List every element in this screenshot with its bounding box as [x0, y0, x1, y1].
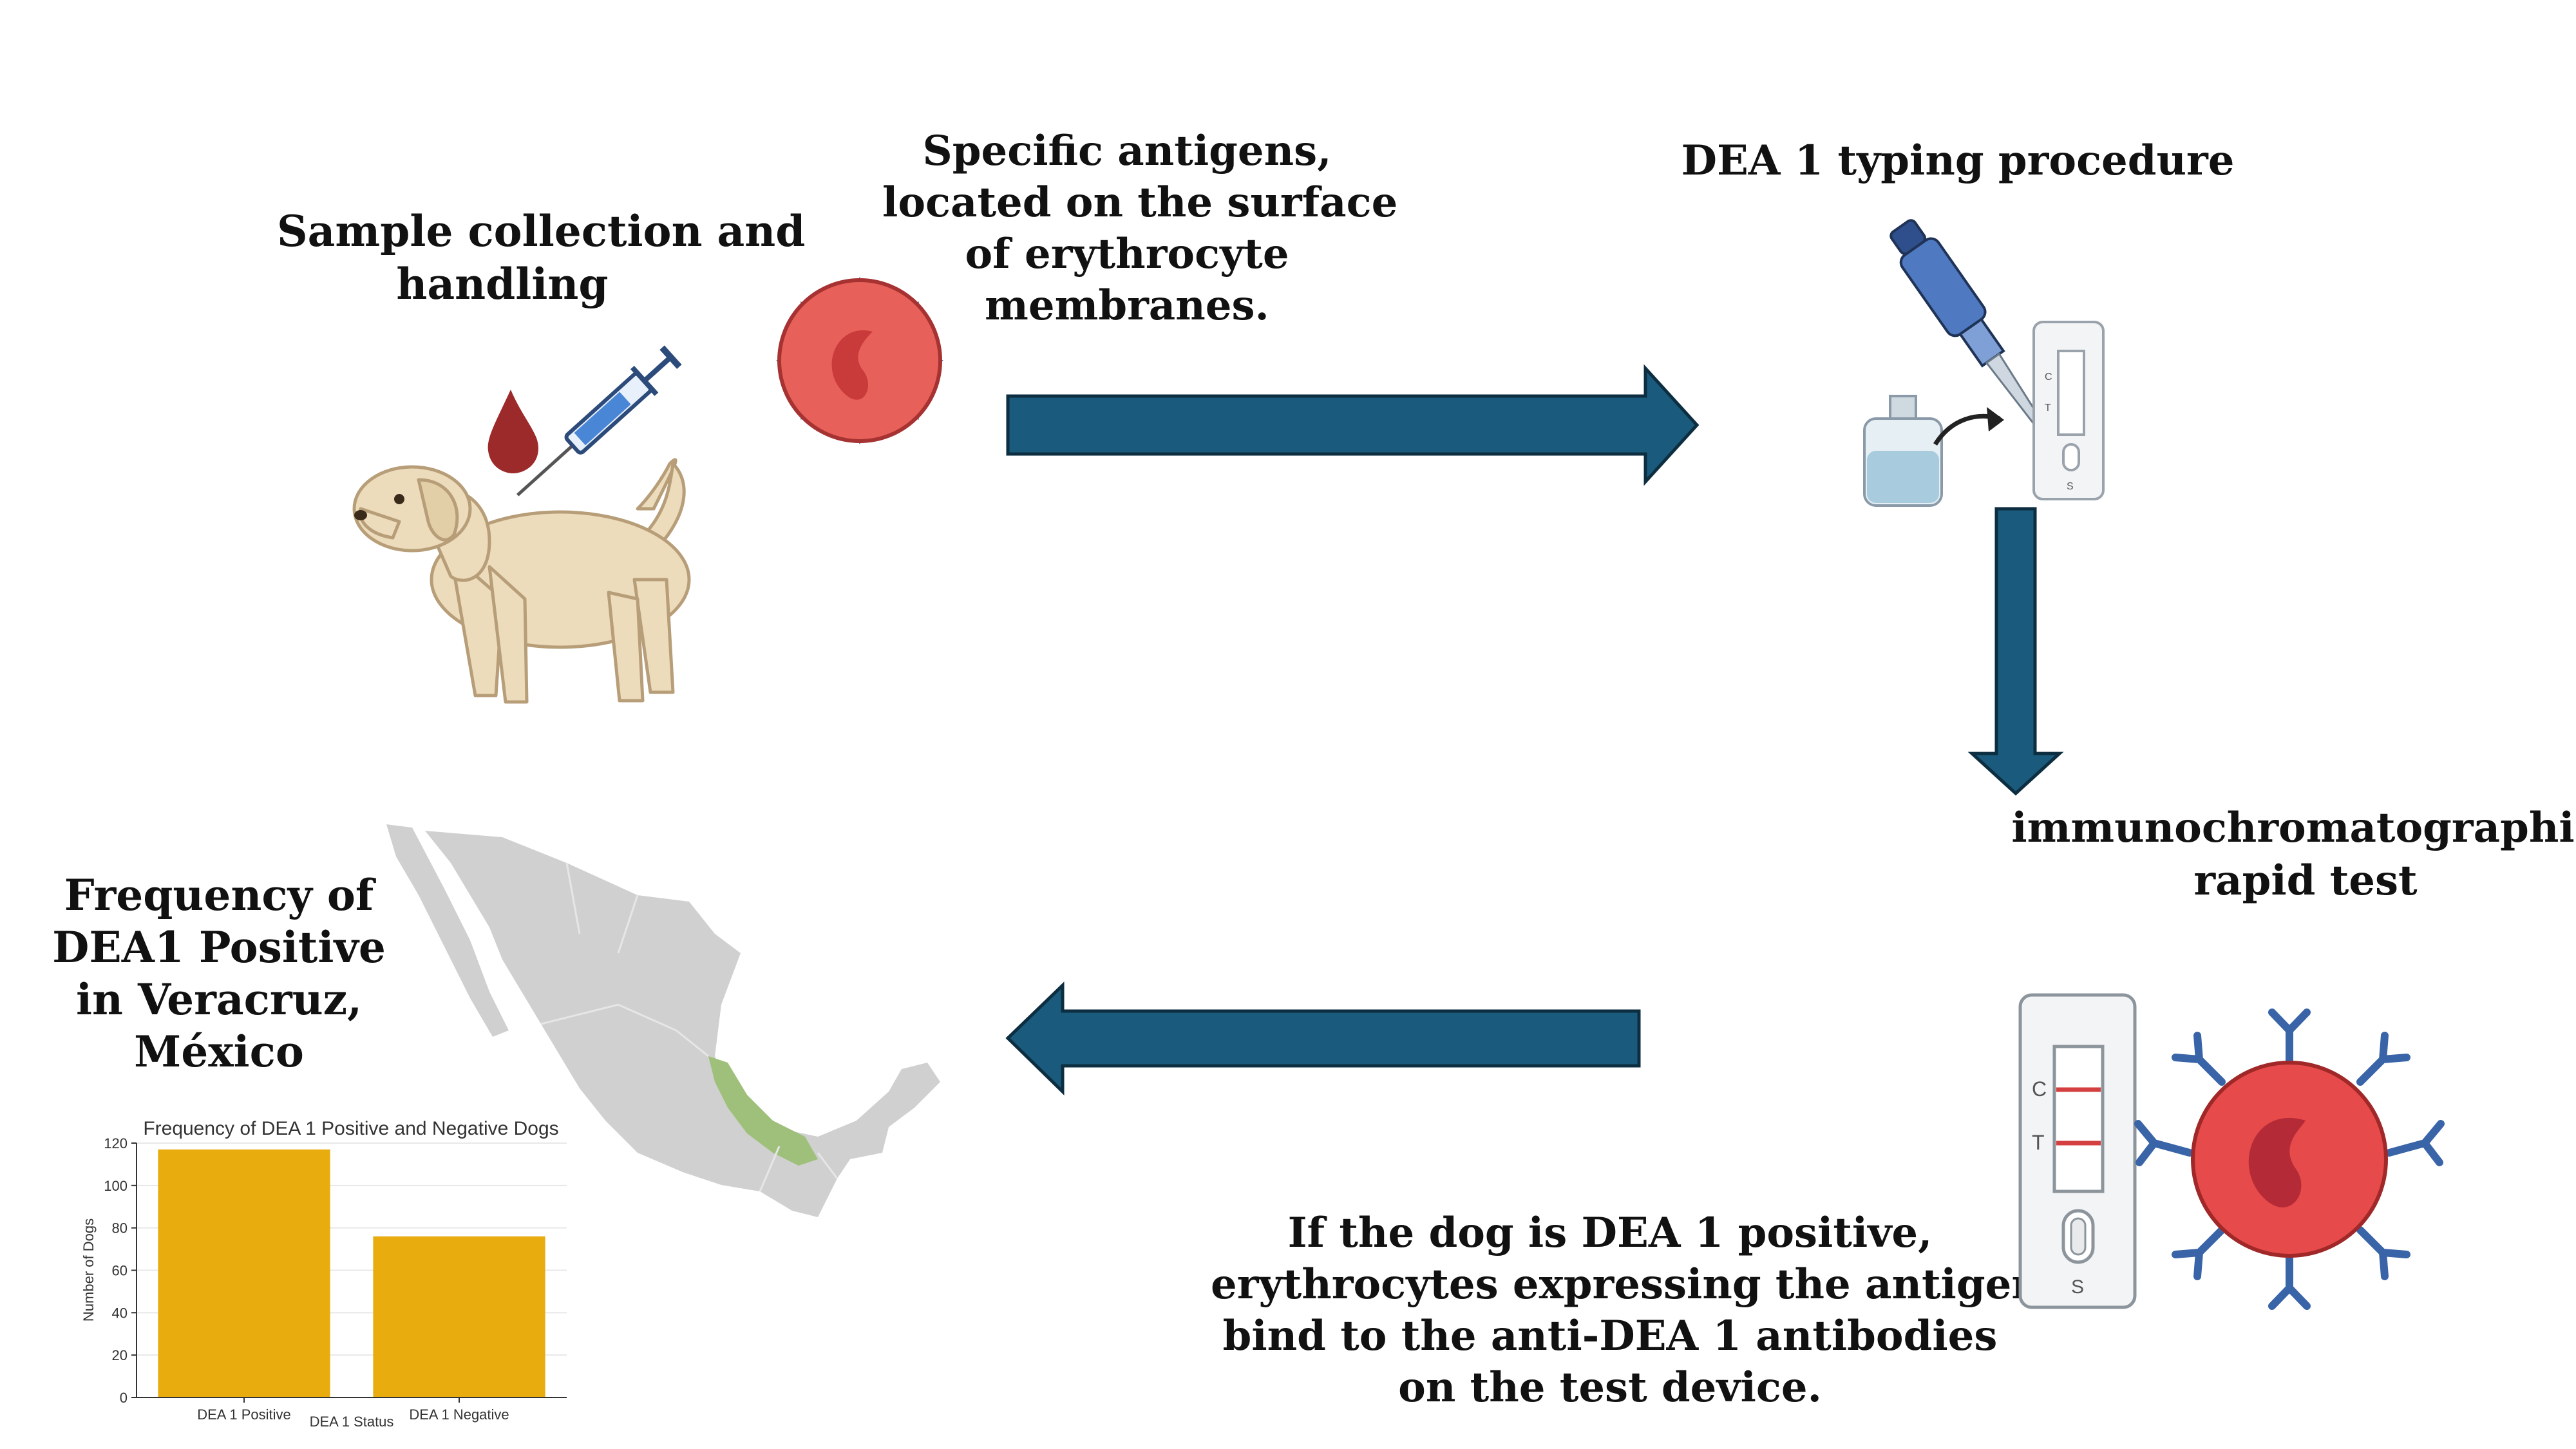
small-s-label: S — [2067, 481, 2074, 492]
chart-y-tick-label: 40 — [112, 1305, 128, 1321]
small-t-label: T — [2045, 402, 2051, 413]
caption-sample-collection: Sample collection and handling — [277, 205, 806, 310]
chart-y-tick-label: 100 — [104, 1178, 128, 1194]
chart-title: Frequency of DEA 1 Positive and Negative… — [143, 1118, 558, 1139]
arrow-right — [1006, 364, 1700, 486]
caption-line: DEA1 Positive — [52, 922, 386, 972]
caption-specific-antigens: Specific antigens, located on the surfac… — [882, 126, 1398, 332]
arrow-left — [1005, 981, 1641, 1095]
vial-icon — [1863, 395, 1943, 507]
veracruz-region — [708, 1056, 818, 1166]
caption-line: in Veracruz, — [75, 974, 363, 1025]
caption-typing-procedure: DEA 1 typing procedure — [1681, 135, 2235, 187]
caption-positive-result: If the dog is DEA 1 positive, erythrocyt… — [1211, 1208, 2041, 1414]
chart-x-ticks: DEA 1 Positive DEA 1 Negative — [197, 1397, 509, 1423]
state-borders — [540, 862, 838, 1192]
large-t-label: T — [2032, 1131, 2045, 1154]
caption-line: Specific antigens, — [922, 127, 1332, 175]
caption-line: Sample collection and — [277, 206, 806, 256]
caption-line: bind to the anti-DEA 1 antibodies — [1222, 1312, 1998, 1360]
caption-line: membranes. — [985, 281, 1269, 330]
chart-y-tick-label: 80 — [112, 1220, 128, 1236]
chart-x-label: DEA 1 Status — [310, 1414, 394, 1430]
chart-x-tick-label: DEA 1 Negative — [409, 1406, 509, 1423]
chart-bar — [158, 1149, 330, 1397]
chart-y-label: Number of Dogs — [80, 1218, 97, 1321]
chart-bar — [373, 1236, 545, 1397]
caption-line: rapid test — [2193, 857, 2418, 905]
caption-line: If the dog is DEA 1 positive, — [1287, 1209, 1933, 1257]
large-s-label: S — [2071, 1276, 2084, 1298]
chart-x-tick-label: DEA 1 Positive — [197, 1406, 291, 1423]
caption-line: México — [134, 1027, 304, 1077]
chart-bars — [158, 1149, 545, 1397]
curved-arrowhead — [1987, 407, 2004, 431]
caption-line: Frequency of — [64, 870, 374, 920]
caption-frequency: Frequency of DEA1 Positive in Veracruz, … — [39, 869, 399, 1078]
caption-line: on the test device. — [1398, 1363, 1822, 1412]
test-cassette-small: C T S — [2032, 321, 2105, 500]
caption-line: erythrocytes expressing the antigen — [1211, 1260, 2041, 1309]
antibody-icon — [2134, 1009, 2445, 1310]
erythrocyte-antibodies-icon — [2134, 1009, 2445, 1310]
chart-y-tick-label: 0 — [120, 1390, 128, 1406]
large-c-label: C — [2032, 1077, 2047, 1101]
caption-line: DEA 1 typing procedure — [1681, 137, 2235, 185]
arrow-down — [1967, 507, 2064, 796]
syringe-icon — [516, 345, 682, 497]
test-cassette-large: C T S — [2018, 993, 2137, 1309]
dog-illustration — [352, 458, 691, 704]
caption-line: immunochromatographic — [2011, 804, 2576, 852]
chart-y-tick-label: 60 — [112, 1263, 128, 1279]
chart-y-ticks: 0 20 40 60 80 100 120 — [104, 1135, 137, 1406]
baja-peninsula — [386, 824, 509, 1037]
mainland-mexico — [425, 831, 940, 1217]
caption-line: handling — [396, 259, 609, 309]
caption-line: located on the surface — [882, 178, 1398, 227]
caption-rapid-test: immunochromatographic rapid test — [1996, 802, 2576, 907]
mexico-map — [386, 824, 940, 1217]
blood-drop-icon — [488, 390, 538, 473]
small-c-label: C — [2045, 372, 2052, 383]
chart-y-tick-label: 120 — [104, 1135, 128, 1151]
chart-y-tick-label: 20 — [112, 1347, 128, 1363]
bar-chart: Frequency of DEA 1 Positive and Negative… — [80, 1118, 567, 1430]
caption-line: of erythrocyte — [965, 230, 1289, 278]
erythrocyte-antigens-icon — [776, 277, 943, 444]
